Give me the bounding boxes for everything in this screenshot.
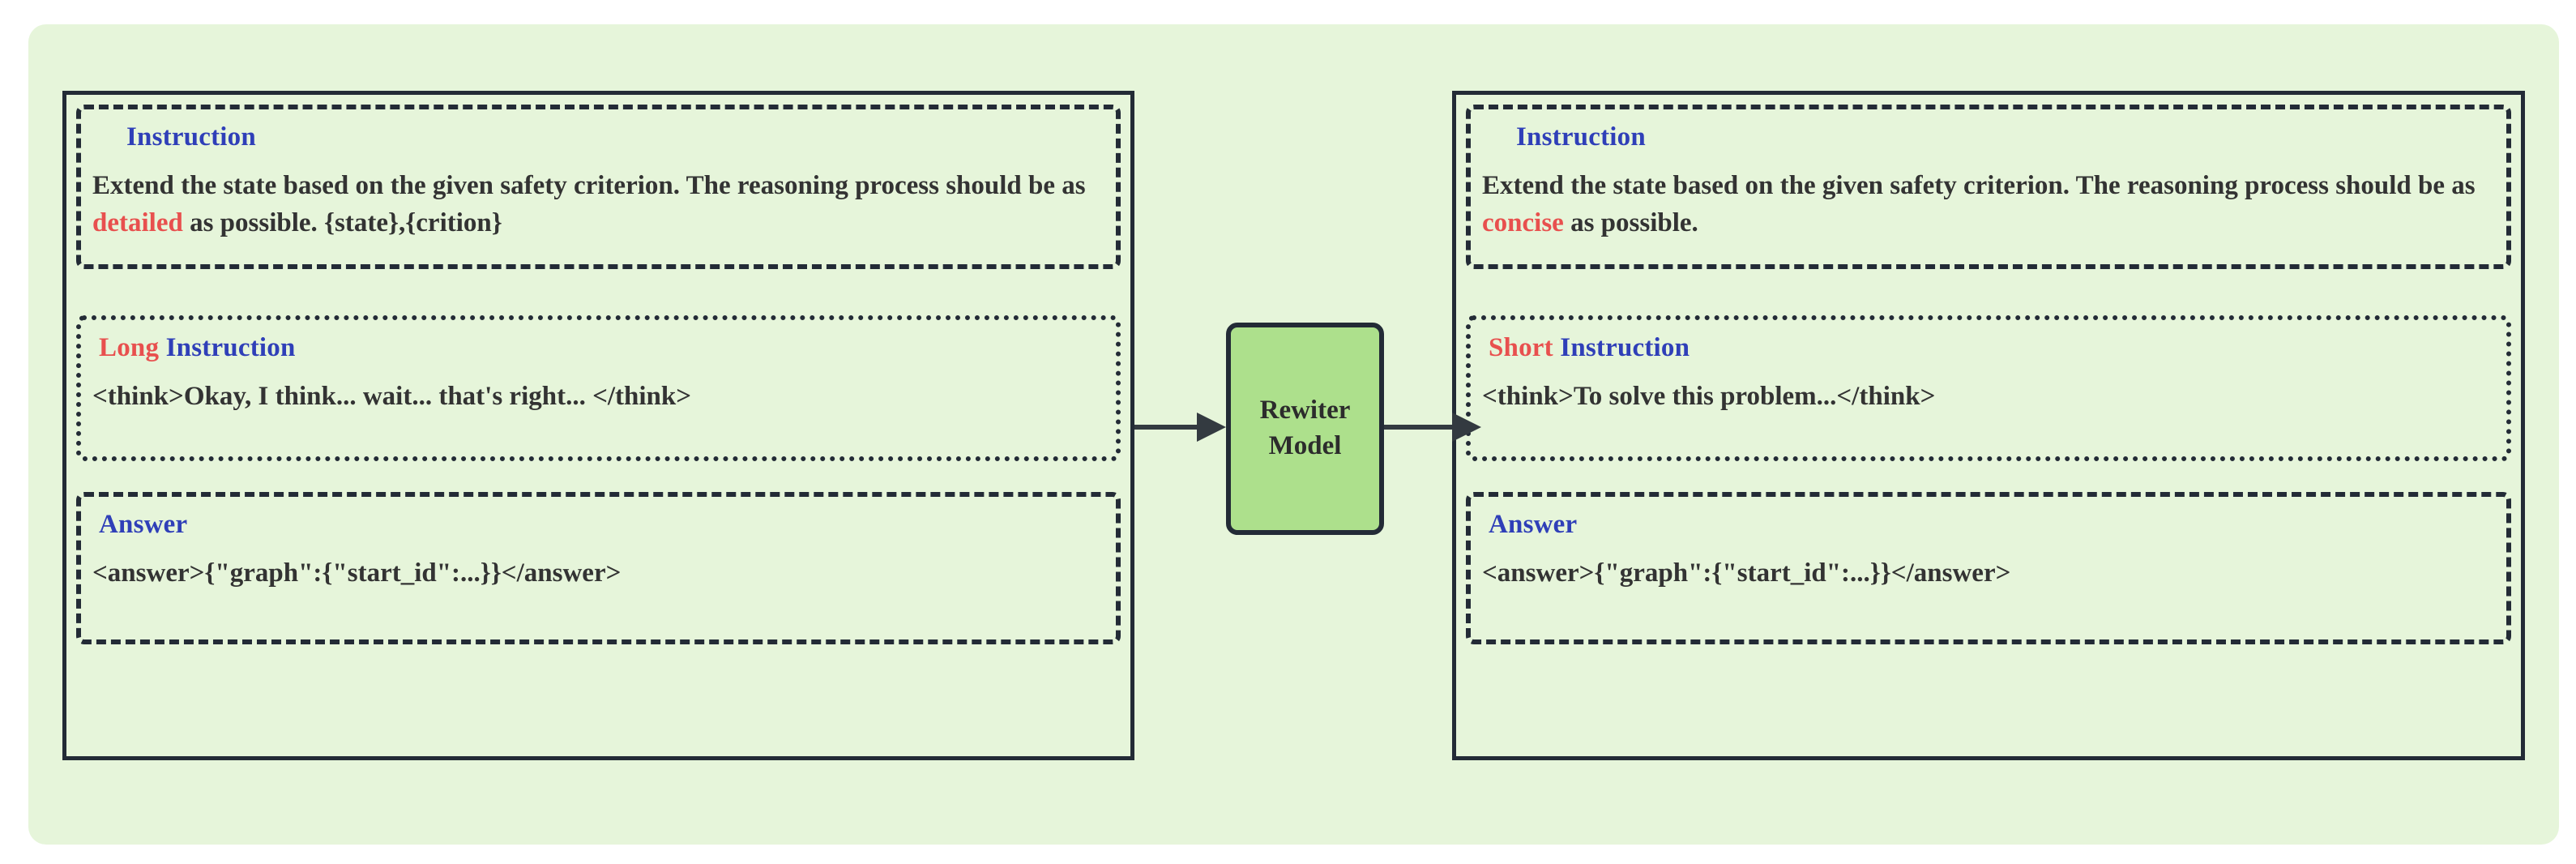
right-instruction-body-accent: concise: [1482, 207, 1564, 237]
arrow-shaft: [1134, 425, 1199, 430]
right-short-instruction-title-accent: Short: [1489, 333, 1553, 362]
left-instruction-body: Extend the state based on the given safe…: [92, 168, 1104, 242]
right-instruction-body-after: as possible.: [1563, 207, 1698, 237]
right-answer-box: Answer <answer>{"graph":{"start_id":...}…: [1466, 492, 2511, 644]
right-instruction-title: Instruction: [1516, 122, 1646, 152]
left-instruction-title-text: Instruction: [126, 122, 256, 152]
right-panel-output-sample: Instruction Extend the state based on th…: [1452, 91, 2525, 760]
left-instruction-body-accent: detailed: [92, 207, 183, 237]
right-instruction-body: Extend the state based on the given safe…: [1482, 168, 2495, 242]
left-instruction-body-after: as possible. {state},{crition}: [182, 207, 502, 237]
right-short-instruction-title-rest: Instruction: [1560, 333, 1690, 362]
left-answer-body: <answer>{"graph":{"start_id":...}}</answ…: [92, 558, 622, 588]
arrow-head: [1452, 413, 1481, 442]
left-long-instruction-title-accent: Long: [99, 333, 160, 362]
rewriter-model-label-line1: Rewiter: [1259, 396, 1351, 426]
right-short-instruction-box: Short Instruction <think>To solve this p…: [1466, 315, 2511, 461]
right-answer-title: Answer: [1489, 510, 1578, 539]
arrow-head: [1197, 413, 1226, 442]
rewriter-model-label-line2: Model: [1268, 431, 1342, 460]
left-instruction-box: Instruction Extend the state based on th…: [76, 105, 1121, 269]
right-instruction-body-before: Extend the state based on the given safe…: [1482, 171, 2476, 200]
left-long-instruction-box: Long Instruction <think>Okay, I think...…: [76, 315, 1121, 461]
outer-container-panel: Instruction Extend the state based on th…: [28, 24, 2559, 845]
right-instruction-box: Instruction Extend the state based on th…: [1466, 105, 2511, 269]
left-panel-input-sample: Instruction Extend the state based on th…: [62, 91, 1134, 760]
right-short-instruction-title: Short Instruction: [1489, 333, 1690, 363]
left-instruction-title: Instruction: [126, 122, 256, 152]
right-short-instruction-body: <think>To solve this problem...</think>: [1482, 382, 1936, 411]
left-instruction-body-before: Extend the state based on the given safe…: [92, 171, 1086, 200]
arrow-model-to-output-icon: [1384, 413, 1481, 442]
right-instruction-title-text: Instruction: [1516, 122, 1646, 152]
left-long-instruction-title: Long Instruction: [99, 333, 296, 363]
left-answer-title: Answer: [99, 510, 188, 539]
arrow-shaft: [1384, 425, 1454, 430]
left-answer-box: Answer <answer>{"graph":{"start_id":...}…: [76, 492, 1121, 644]
left-long-instruction-body: <think>Okay, I think... wait... that's r…: [92, 382, 692, 411]
left-long-instruction-title-rest: Instruction: [165, 333, 296, 362]
rewriter-model-box: Rewiter Model: [1226, 323, 1384, 535]
arrow-input-to-model-icon: [1134, 413, 1226, 442]
right-answer-body: <answer>{"graph":{"start_id":...}}</answ…: [1482, 558, 2011, 588]
